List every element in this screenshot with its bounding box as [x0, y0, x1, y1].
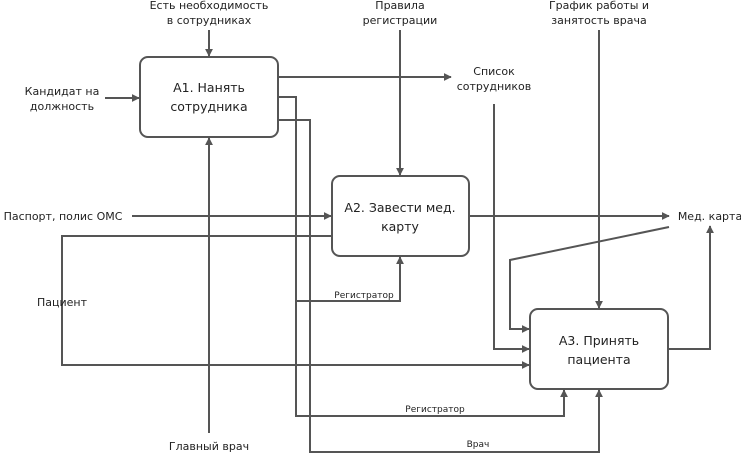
arrow-med-card-to-a3	[509, 226, 670, 333]
label-candidate-line2: должность	[30, 100, 94, 113]
block-a2-title: А2. Завести мед.	[344, 200, 455, 215]
label-need-line2: в сотрудниках	[167, 14, 252, 27]
label-staff-list-line1: Список	[473, 65, 515, 78]
arrow-registrar-to-a3	[295, 301, 568, 417]
label-staff-list-line2: сотрудников	[457, 80, 531, 93]
arrow-a3-to-med-card	[668, 225, 714, 350]
block-a2[interactable]: А2. Завести мед. карту	[331, 175, 470, 257]
label-med-card: Мед. карта	[678, 210, 741, 223]
label-passport: Паспорт, полис ОМС	[4, 210, 123, 223]
block-a1[interactable]: А1. Нанять сотрудника	[139, 56, 279, 138]
label-need-line1: Есть необходимость	[150, 0, 269, 12]
label-registrar-a2: Регистратор	[334, 291, 394, 301]
label-schedule-line1: График работы и	[549, 0, 649, 12]
label-rules-line1: Правила	[375, 0, 424, 12]
label-rules-line2: регистрации	[363, 14, 438, 27]
label-registrar-a3: Регистратор	[405, 405, 465, 415]
label-candidate-line1: Кандидат на	[25, 85, 100, 98]
block-a3[interactable]: А3. Принять пациента	[529, 308, 669, 390]
block-a3-title: А3. Принять	[559, 333, 639, 348]
label-doctor: Врач	[467, 440, 490, 450]
block-a3-subtitle: пациента	[567, 352, 630, 367]
label-patient: Пациент	[37, 296, 88, 309]
label-schedule-line2: занятость врача	[551, 14, 646, 27]
block-a1-subtitle: сотрудника	[170, 99, 247, 114]
label-chief-doctor: Главный врач	[169, 440, 249, 453]
block-a2-subtitle: карту	[381, 219, 419, 234]
arrow-doctor-to-a3	[278, 119, 603, 453]
arrow-staff-list-to-a3	[493, 104, 530, 353]
block-a1-title: А1. Нанять	[173, 80, 245, 95]
